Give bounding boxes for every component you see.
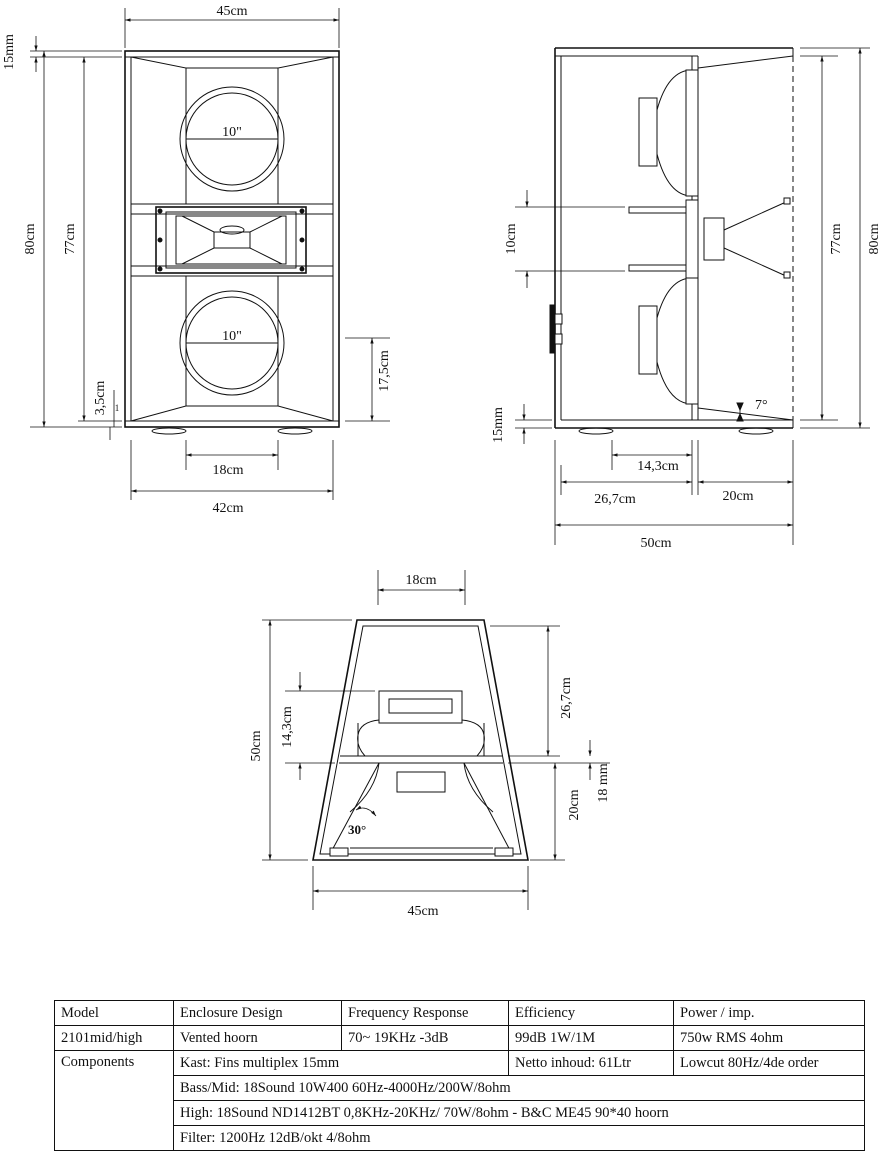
front-foot-label: 3,5cm [93, 381, 108, 416]
spec-header-frequency: Frequency Response [341, 1000, 509, 1026]
lower-woofer-size: 10" [222, 329, 242, 344]
top-horn-depth-label: 20cm [567, 789, 582, 820]
spec-values-row: 2101mid/high Vented hoorn 70~ 19KHz -3dB… [54, 1025, 865, 1051]
top-cabinet-outline [312, 619, 529, 861]
spec-bassmid-value: Bass/Mid: 18Sound 10W400 60Hz-4000Hz/200… [173, 1075, 865, 1101]
spec-power-value: 750w RMS 4ohm [673, 1025, 865, 1051]
spec-kast-value: Kast: Fins multiplex 15mm [173, 1050, 509, 1076]
front-foot-left [151, 427, 187, 435]
front-foot-right [277, 427, 313, 435]
side-height-outer-label: 80cm [867, 223, 882, 254]
spec-header-model: Model [54, 1000, 174, 1026]
top-view: 30° 18cm 50cm 14,3cm 26,7cm 18 mm 20cm [249, 570, 611, 919]
top-depth-label: 50cm [249, 730, 264, 761]
spec-kast-row: Components Kast: Fins multiplex 15mm Net… [54, 1050, 865, 1151]
top-d2-label: 26,7cm [559, 677, 574, 719]
side-depth-label: 50cm [640, 536, 671, 551]
side-view: 7° 10cm 15mm 77cm 80cm 14,3cm 26,7cm [491, 47, 882, 551]
spec-netto-value: Netto inhoud: 61Ltr [508, 1050, 674, 1076]
spec-header-power: Power / imp. [673, 1000, 865, 1026]
front-cabinet-outline [124, 50, 340, 428]
front-board-label: 15mm [2, 34, 17, 70]
spec-model-value: 2101mid/high [54, 1025, 174, 1051]
spec-lowcut-value: Lowcut 80Hz/4de order [673, 1050, 865, 1076]
side-rear-terminal [549, 304, 563, 354]
spec-frequency-value: 70~ 19KHz -3dB [341, 1025, 509, 1051]
spec-filter-row: Filter: 1200Hz 12dB/okt 4/8ohm [55, 1125, 865, 1151]
front-height-inner-label: 77cm [63, 223, 78, 254]
front-port-width-label: 18cm [212, 463, 243, 478]
side-d1-label: 14,3cm [637, 459, 679, 474]
front-view: 10" 10" 45cm [2, 4, 392, 516]
top-width-label: 45cm [407, 904, 438, 919]
front-foot-small-label: 1 [115, 403, 120, 413]
spec-high-value: High: 18Sound ND1412BT 0,8KHz-20KHz/ 70W… [173, 1100, 865, 1126]
spec-header-row: Model Enclosure Design Frequency Respons… [54, 1000, 865, 1026]
front-width-bottom-label: 42cm [212, 501, 243, 516]
front-width-top-label: 45cm [216, 4, 247, 19]
spec-filter-value: Filter: 1200Hz 12dB/okt 4/8ohm [173, 1125, 865, 1151]
spec-header-enclosure: Enclosure Design [173, 1000, 342, 1026]
top-horn [329, 762, 514, 857]
spec-enclosure-value: Vented hoorn [173, 1025, 342, 1051]
front-compression-horn [130, 203, 334, 277]
front-port-height-label: 17,5cm [377, 350, 392, 392]
front-height-outer-label: 80cm [23, 223, 38, 254]
spec-high-row: High: 18Sound ND1412BT 0,8KHz-20KHz/ 70W… [55, 1100, 865, 1126]
side-d2-label: 26,7cm [594, 492, 636, 507]
side-height-inner-label: 77cm [829, 223, 844, 254]
top-horn-angle-label: 30° [348, 822, 366, 837]
spec-efficiency-value: 99dB 1W/1M [508, 1025, 674, 1051]
side-lower-woofer [638, 277, 699, 405]
spec-header-efficiency: Efficiency [508, 1000, 674, 1026]
top-width-top-label: 18cm [405, 573, 436, 588]
lower-woofer [179, 290, 285, 396]
spec-components-label: Components [54, 1050, 174, 1151]
side-d3-label: 20cm [722, 489, 753, 504]
upper-woofer-size: 10" [222, 125, 242, 140]
spec-bassmid-row: Bass/Mid: 18Sound 10W400 60Hz-4000Hz/200… [55, 1075, 865, 1101]
spec-table: Model Enclosure Design Frequency Respons… [54, 1000, 865, 1151]
top-board-label: 18 mm [596, 763, 611, 802]
upper-woofer [179, 86, 285, 192]
side-board-label: 15mm [491, 407, 506, 443]
side-upper-woofer [638, 69, 699, 197]
top-woofer [357, 690, 485, 757]
speaker-drawing: 10" 10" 45cm [2, 4, 882, 919]
side-baffle-gap-label: 10cm [504, 223, 519, 254]
side-compression-horn [703, 197, 791, 279]
top-d1-label: 14,3cm [280, 706, 295, 748]
side-angle-label: 7° [755, 398, 768, 413]
